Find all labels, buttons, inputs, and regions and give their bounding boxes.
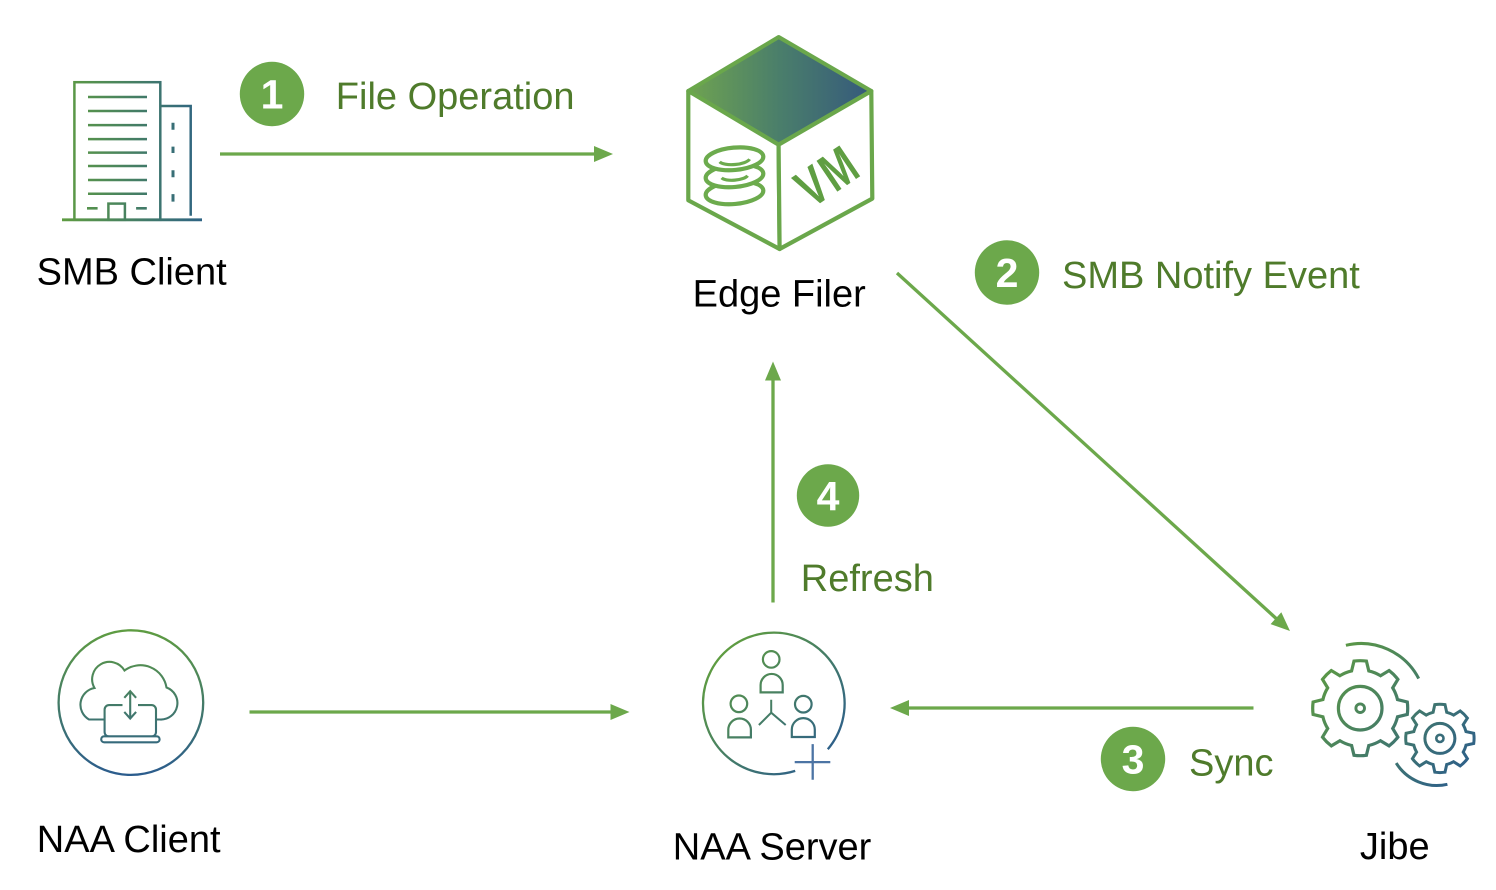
svg-text:Sync: Sync xyxy=(1189,743,1273,785)
svg-text:1: 1 xyxy=(261,72,284,118)
svg-text:NAA Server: NAA Server xyxy=(673,826,872,868)
svg-text:Jibe: Jibe xyxy=(1360,826,1430,868)
svg-text:SMB Notify Event: SMB Notify Event xyxy=(1062,255,1360,297)
svg-text:Edge Filer: Edge Filer xyxy=(693,273,867,315)
svg-text:3: 3 xyxy=(1122,737,1145,783)
svg-text:2: 2 xyxy=(996,250,1019,296)
svg-text:4: 4 xyxy=(817,473,840,519)
svg-text:NAA Client: NAA Client xyxy=(37,819,221,861)
svg-text:File Operation: File Operation xyxy=(336,76,575,118)
svg-text:SMB Client: SMB Client xyxy=(37,252,227,294)
svg-text:Refresh: Refresh xyxy=(801,558,934,600)
